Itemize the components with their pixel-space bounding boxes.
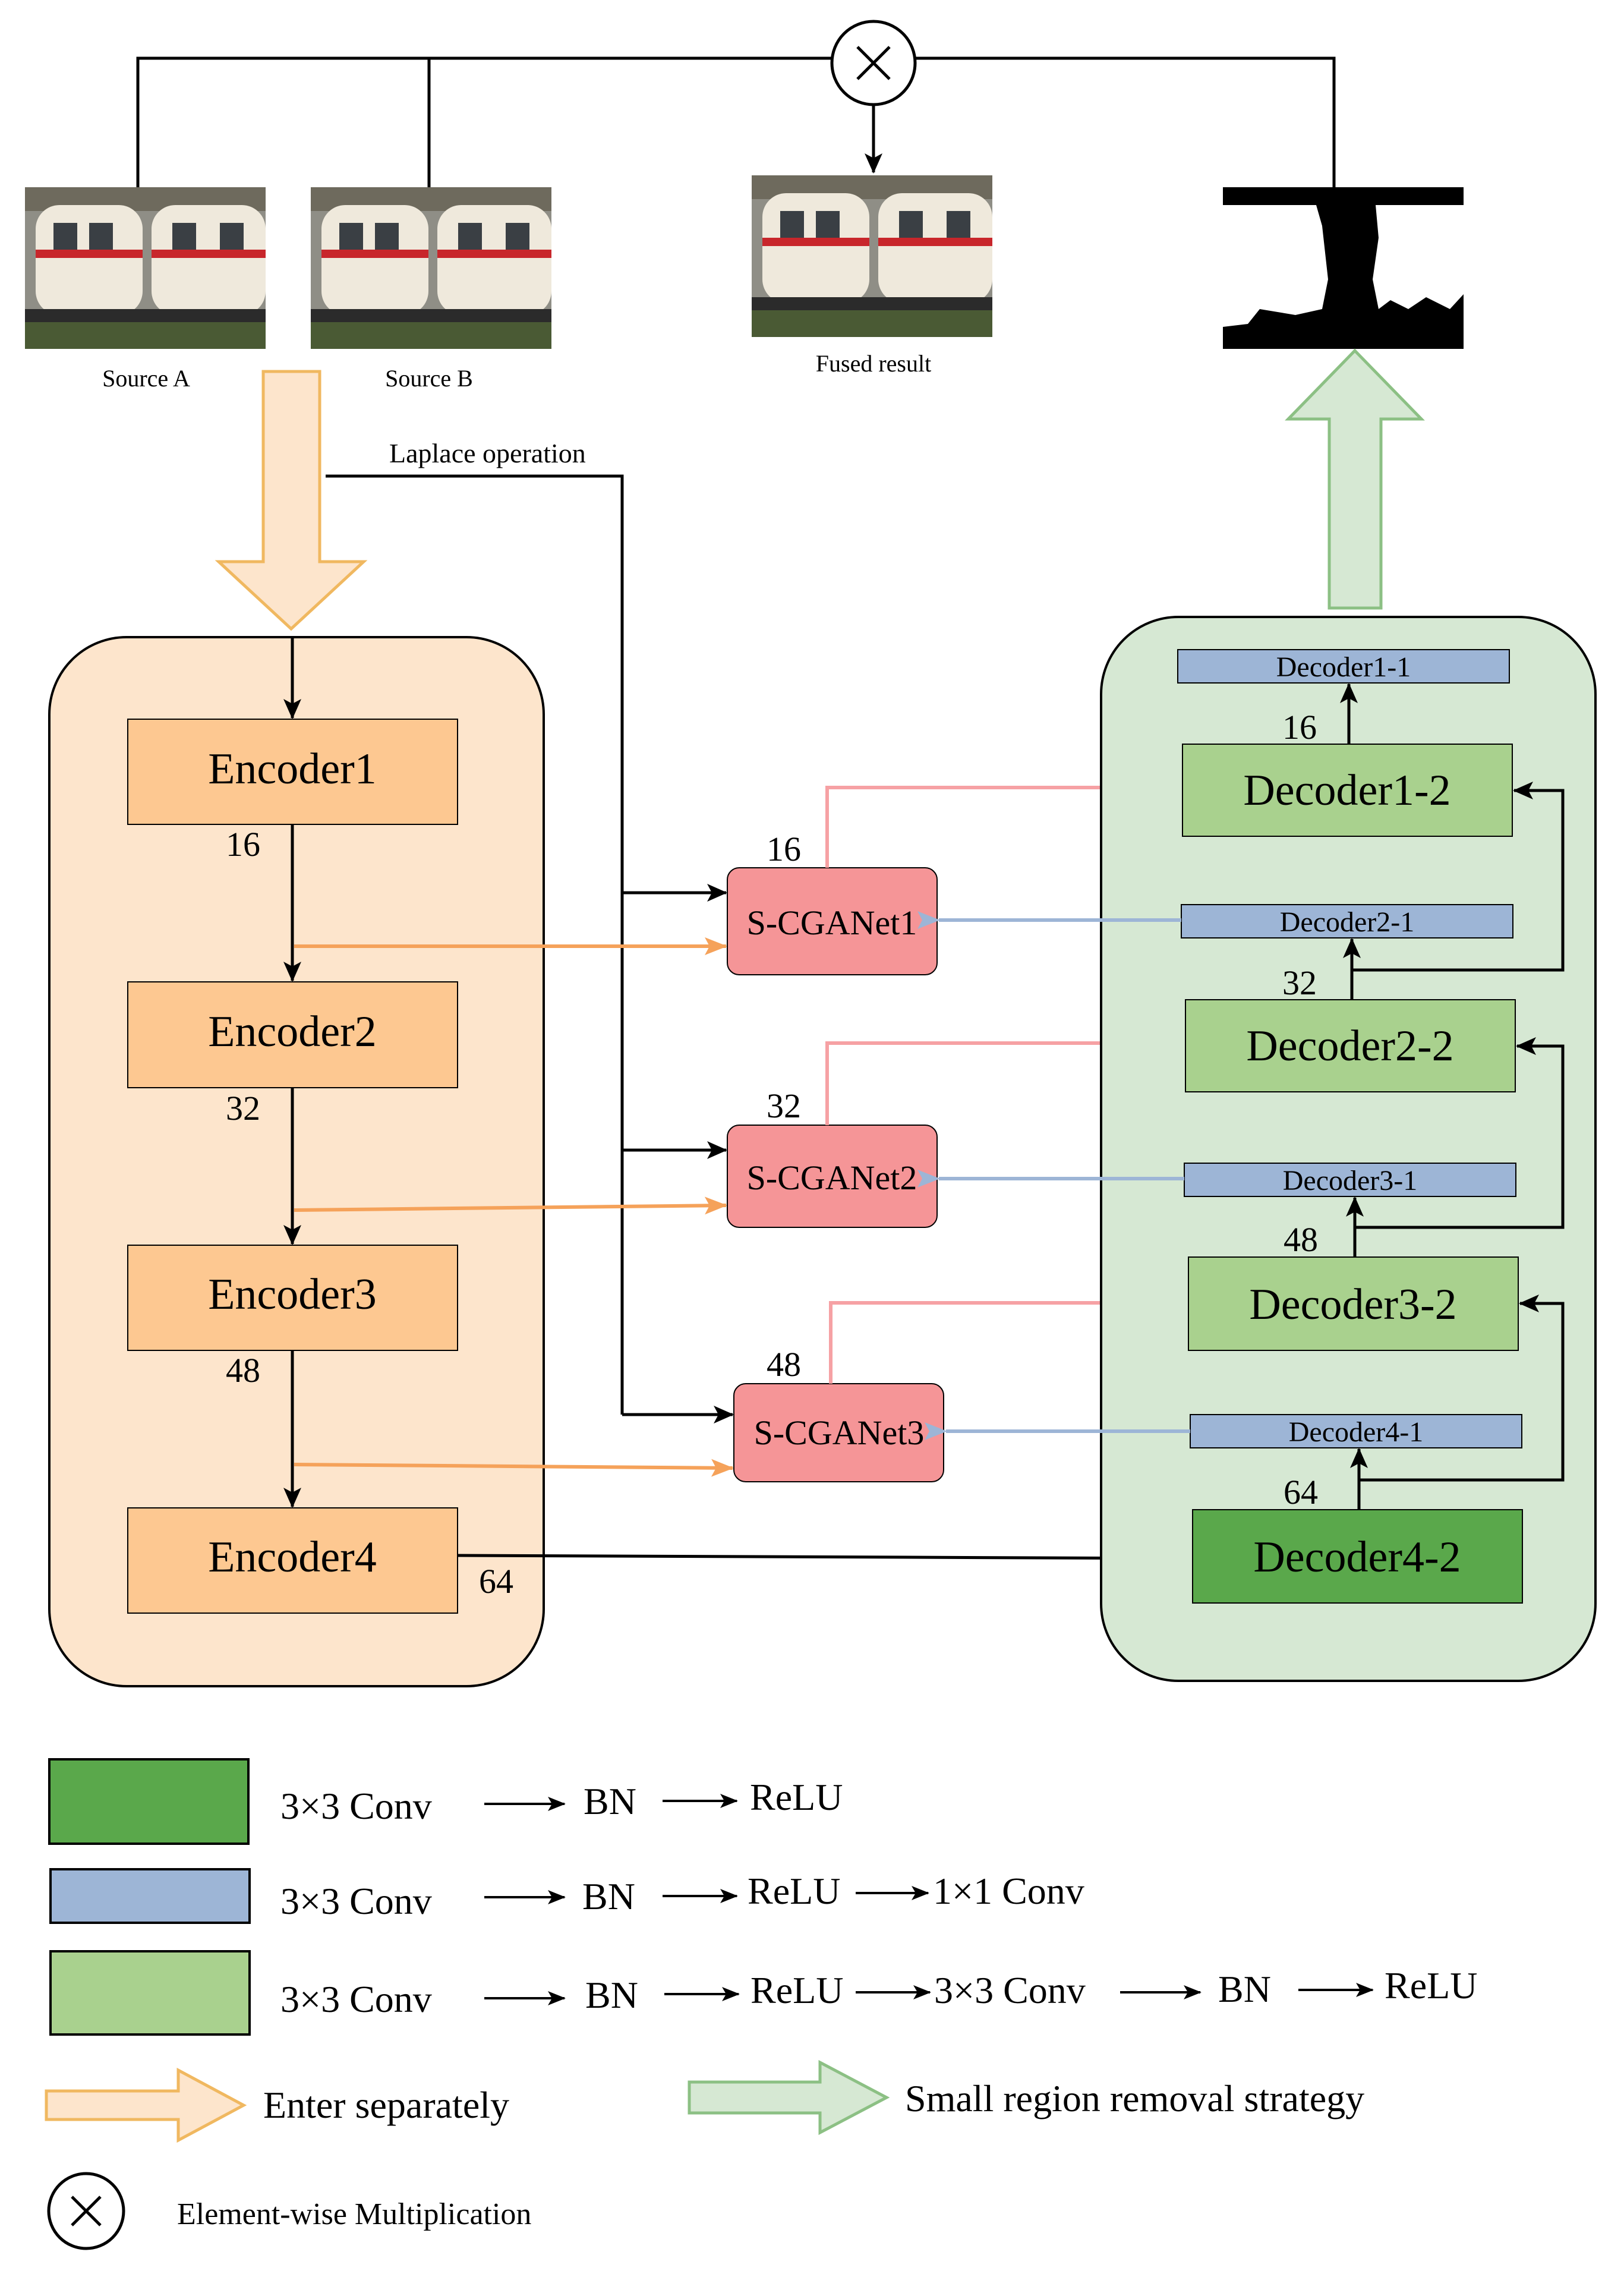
s-cganet-1-label: S-CGANet1 — [747, 903, 917, 942]
decoder-2-2-label: Decoder2-2 — [1246, 1022, 1453, 1070]
encoder-1: Encoder1 — [127, 719, 458, 825]
decoder-1-2-label: Decoder1-2 — [1243, 766, 1450, 815]
encoder-4-label: Encoder4 — [208, 1533, 377, 1582]
legend-small-region-removal: Small region removal strategy — [905, 2077, 1364, 2119]
encoder-3: Encoder3 — [127, 1245, 458, 1351]
decoder-2-1-label: Decoder2-1 — [1280, 906, 1415, 938]
legend: 3×3 Conv BN ReLU 3×3 Conv BN ReLU 1×1 Co… — [45, 1758, 1477, 2250]
legend-blue-swatch — [49, 1868, 251, 1924]
legend-lg-bn1: BN — [585, 1974, 638, 2016]
legend-multiplication-label: Element-wise Multiplication — [177, 2197, 531, 2231]
legend-multiply-icon — [47, 2172, 125, 2250]
enter-separately-arrow — [215, 370, 368, 631]
top-connectors — [136, 56, 1336, 187]
decoder-1-2: Decoder1-2 — [1182, 744, 1513, 837]
source-b-caption: Source B — [385, 365, 473, 392]
decoder-4-1: Decoder4-1 — [1190, 1414, 1522, 1448]
source-a-image — [25, 187, 266, 349]
encoder-3-label: Encoder3 — [208, 1270, 377, 1319]
fused-result-image — [752, 175, 992, 337]
decoder-1-channels: 16 — [1282, 708, 1317, 747]
decoder-1-1-label: Decoder1-1 — [1276, 651, 1411, 683]
encoder-1-channels: 16 — [226, 825, 260, 864]
legend-blue-relu: ReLU — [748, 1870, 840, 1912]
encoder-1-label: Encoder1 — [208, 745, 377, 793]
legend-light-green-swatch — [49, 1950, 251, 2036]
multiply-icon — [830, 20, 917, 106]
decoder-3-1-label: Decoder3-1 — [1283, 1165, 1418, 1196]
decoder-4-2: Decoder4-2 — [1192, 1509, 1523, 1604]
legend-lg-relu1: ReLU — [750, 1969, 843, 2011]
legend-lg-conv2: 3×3 Conv — [934, 1969, 1086, 2011]
laplace-operation-label: Laplace operation — [389, 438, 586, 468]
fused-result-caption: Fused result — [816, 350, 931, 377]
decoder-1-1: Decoder1-1 — [1177, 649, 1510, 684]
legend-green-arrow-icon — [688, 2059, 890, 2136]
encoder-2: Encoder2 — [127, 981, 458, 1088]
decoder-4-channels: 64 — [1284, 1473, 1318, 1511]
encoder-3-channels: 48 — [226, 1351, 260, 1390]
s-cganet-2-label: S-CGANet2 — [747, 1158, 917, 1197]
legend-blue-bn: BN — [582, 1875, 635, 1917]
legend-dg-conv: 3×3 Conv — [280, 1785, 432, 1827]
decoder-4-1-label: Decoder4-1 — [1289, 1416, 1424, 1448]
s-cganet-2-channels: 32 — [767, 1086, 801, 1125]
encoder-2-channels: 32 — [226, 1089, 260, 1128]
s-cganet-3-channels: 48 — [767, 1345, 801, 1384]
decoder-2-1: Decoder2-1 — [1181, 904, 1513, 938]
s-cganet-2: S-CGANet2 — [727, 1125, 938, 1228]
legend-lg-bn2: BN — [1218, 1968, 1271, 2010]
decoder-skip-arrows — [1352, 782, 1565, 1482]
legend-orange-arrow-icon — [45, 2067, 247, 2143]
small-region-removal-arrow — [1285, 348, 1425, 610]
encoder-panel — [48, 636, 545, 1687]
legend-blue-conv: 3×3 Conv — [280, 1880, 432, 1922]
s-cganet-3: S-CGANet3 — [733, 1383, 944, 1482]
decoder-to-cga-arrows — [917, 911, 1190, 1440]
encoder-4-channels: 64 — [479, 1562, 513, 1601]
s-cganet-3-label: S-CGANet3 — [754, 1413, 925, 1452]
source-a-caption: Source A — [102, 365, 190, 392]
encoder-to-cga-arrows — [294, 937, 734, 1477]
s-cganet-1-channels: 16 — [767, 830, 801, 868]
s-cganet-1: S-CGANet1 — [727, 867, 938, 975]
legend-dg-bn: BN — [584, 1780, 636, 1822]
decoder-3-channels: 48 — [1284, 1220, 1318, 1259]
cga-to-decoder-arrows — [825, 779, 1190, 1384]
encoder4-to-decoder4-arrow — [457, 1549, 1193, 1567]
legend-lg-relu2: ReLU — [1385, 1964, 1477, 2007]
legend-enter-separately: Enter separately — [263, 2084, 509, 2126]
decoder-3-1: Decoder3-1 — [1184, 1163, 1516, 1197]
legend-blue-1x1: 1×1 Conv — [933, 1870, 1084, 1912]
legend-dg-relu: ReLU — [750, 1776, 843, 1818]
laplace-connectors — [326, 474, 734, 1423]
encoder-2-label: Encoder2 — [208, 1007, 377, 1056]
encoder-4: Encoder4 — [127, 1507, 458, 1614]
decision-map-image — [1223, 187, 1464, 349]
decoder-3-2: Decoder3-2 — [1188, 1256, 1519, 1351]
decoder-2-channels: 32 — [1282, 963, 1317, 1002]
decoder-2-2: Decoder2-2 — [1185, 999, 1516, 1092]
legend-dark-green-swatch — [48, 1758, 250, 1845]
decoder-4-2-label: Decoder4-2 — [1253, 1533, 1461, 1582]
legend-lg-conv1: 3×3 Conv — [280, 1978, 432, 2020]
source-b-image — [311, 187, 551, 349]
decoder-3-2-label: Decoder3-2 — [1249, 1280, 1456, 1329]
